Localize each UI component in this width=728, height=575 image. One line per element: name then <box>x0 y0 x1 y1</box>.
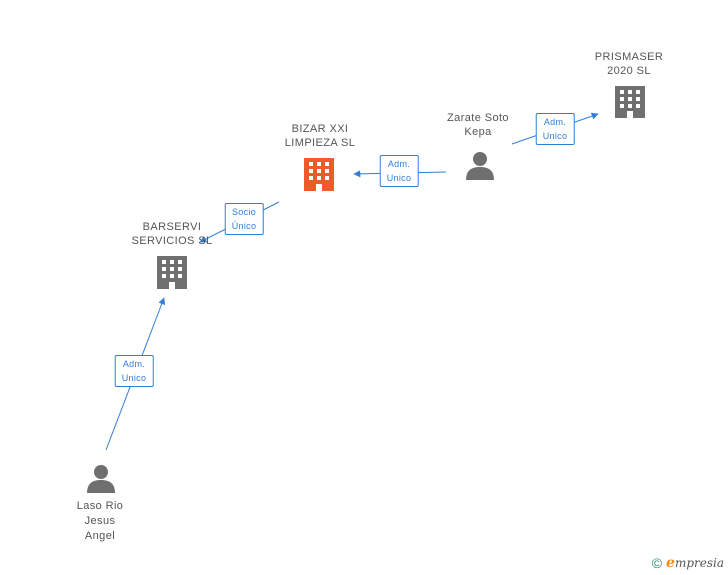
node-label-prismaser[interactable]: PRISMASER 2020 SL <box>594 51 664 77</box>
person-icon[interactable] <box>466 152 494 180</box>
node-label-barservi[interactable]: BARSERVI SERVICIOS SL <box>131 221 213 247</box>
node-label-zarate[interactable]: Zarate Soto Kepa <box>447 112 509 138</box>
edge-label-zarate-bizar[interactable]: Adm. Unico <box>379 155 419 187</box>
copyright-icon: © <box>651 555 663 571</box>
brand-logo: empresia <box>666 555 724 571</box>
footer-watermark: © empresia <box>652 555 724 571</box>
edge-label-laso-barservi[interactable]: Adm. Unico <box>114 355 154 387</box>
edge-label-zarate-prismaser[interactable]: Adm. Unico <box>535 113 575 145</box>
building-icon[interactable] <box>304 158 334 191</box>
node-label-bizar[interactable]: BIZAR XXI LIMPIEZA SL <box>284 123 356 149</box>
building-icon[interactable] <box>615 86 645 118</box>
building-icon[interactable] <box>157 256 187 289</box>
node-label-laso[interactable]: Laso Rio Jesus Angel <box>76 500 124 542</box>
edge-label-bizar-barservi[interactable]: Socio Único <box>224 203 264 235</box>
person-icon[interactable] <box>87 465 115 493</box>
